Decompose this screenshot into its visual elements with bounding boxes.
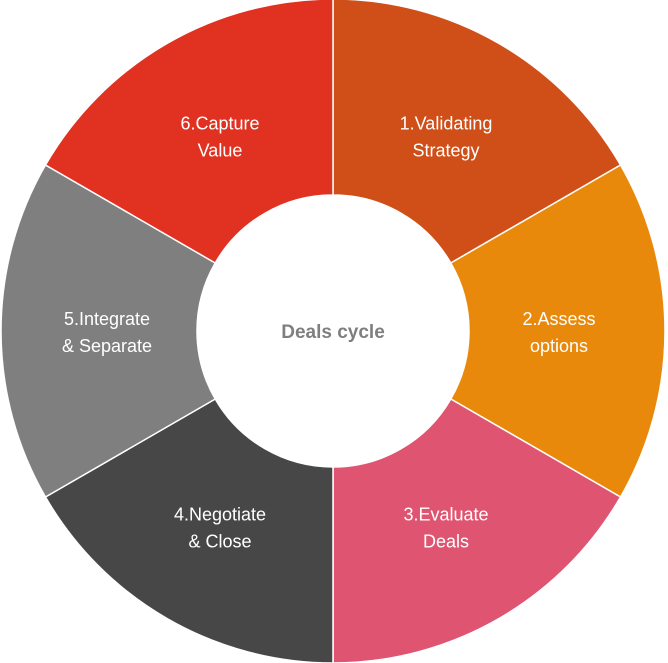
segment-label-line: options (530, 336, 588, 356)
center-label: Deals cycle (281, 322, 385, 343)
segment-label-line: Deals (423, 532, 469, 552)
segment-5 (0, 163, 217, 499)
segment-2 (449, 163, 666, 499)
segment-label-line: Value (198, 140, 243, 160)
segment-3 (332, 397, 622, 663)
segment-label-line: 5.Integrate (64, 309, 150, 329)
segment-label-4: 4.Negotiate & Close (174, 505, 266, 552)
segment-6 (44, 0, 334, 265)
segment-label-2: 2.Assess options (522, 309, 595, 356)
segment-label-line: & Separate (62, 336, 152, 356)
segment-label-line: & Close (188, 532, 251, 552)
segment-label-line: 3.Evaluate (403, 505, 488, 525)
segment-label-line: 4.Negotiate (174, 505, 266, 525)
segment-label-5: 5.Integrate & Separate (62, 309, 152, 356)
segment-4 (44, 397, 334, 663)
segment-label-line: Strategy (412, 140, 479, 160)
segment-label-line: 1.Validating (400, 113, 493, 133)
segment-label-line: 6.Capture (180, 113, 259, 133)
segment-label-line: 2.Assess (522, 309, 595, 329)
segment-1 (332, 0, 622, 265)
